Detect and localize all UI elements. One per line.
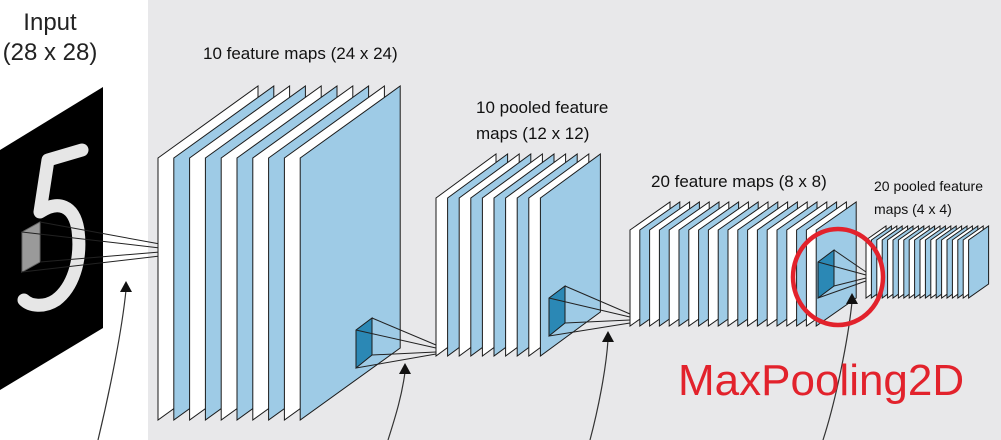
maxpooling-callout-label: MaxPooling2D bbox=[678, 356, 965, 405]
layer-1-feature-maps bbox=[157, 85, 401, 421]
input-projection-lines bbox=[21, 221, 161, 273]
layer-3-label: 20 feature maps (8 x 8) bbox=[651, 172, 827, 191]
input-digit-image bbox=[0, 87, 103, 390]
layer-4-label-line2: maps (4 x 4) bbox=[874, 201, 952, 217]
layer-2-label-line2: maps (12 x 12) bbox=[476, 124, 590, 143]
layer-4-label-line1: 20 pooled feature bbox=[874, 178, 983, 194]
feature-map-sheet bbox=[968, 225, 990, 299]
feature-map-sheet bbox=[299, 85, 401, 421]
layer-4-pooled-maps bbox=[865, 225, 990, 299]
annotation-arrows bbox=[97, 289, 853, 440]
kernel-2 bbox=[548, 285, 631, 338]
kernel-3 bbox=[817, 249, 867, 299]
maxpooling-highlight-circle bbox=[790, 226, 886, 328]
layer-2-label-line1: 10 pooled feature bbox=[476, 98, 609, 117]
kernel-1 bbox=[355, 317, 437, 370]
input-size: (28 x 28) bbox=[2, 39, 98, 66]
layer-2-pooled-maps bbox=[435, 153, 601, 357]
input-title: Input bbox=[23, 9, 77, 36]
arrow-heads bbox=[120, 281, 858, 374]
layer-1-label: 10 feature maps (24 x 24) bbox=[203, 44, 398, 63]
